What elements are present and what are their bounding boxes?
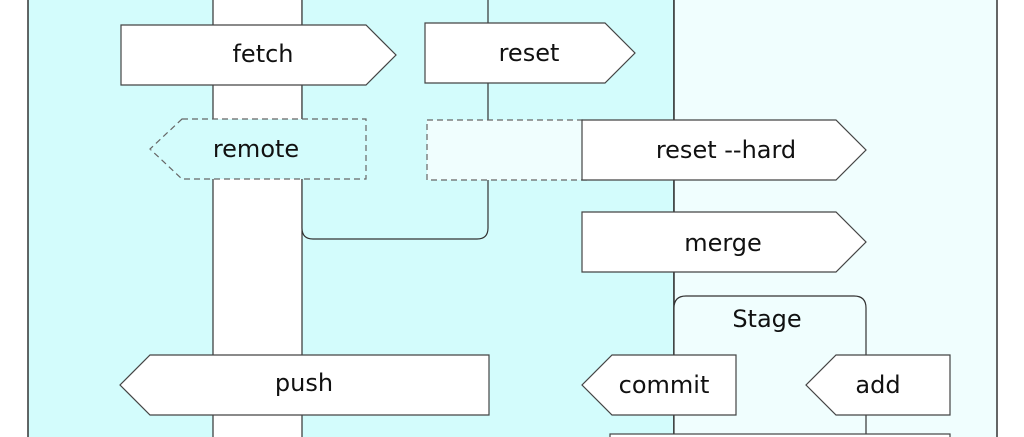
add-label: add [855,371,900,399]
reset-hard-arrow [581,119,867,181]
fetch-arrow [120,24,397,86]
add-arrow [805,354,951,416]
stage-label: Stage [732,305,801,333]
push-arrow [119,354,490,416]
commit-label: commit [619,371,710,399]
commit-arrow [581,354,737,416]
merge-arrow [581,211,867,273]
remote-label: remote [213,135,299,163]
bottom-partial-box [609,433,951,437]
fetch-label: fetch [232,40,293,68]
reset-label: reset [499,39,560,67]
reset-arrow [424,22,636,84]
reset-hard-label: reset --hard [656,136,796,164]
remote-dashed-arrow [149,118,367,180]
push-label: push [275,369,333,397]
merge-label: merge [684,229,762,257]
reset-hard-dashed-tail [426,119,588,181]
